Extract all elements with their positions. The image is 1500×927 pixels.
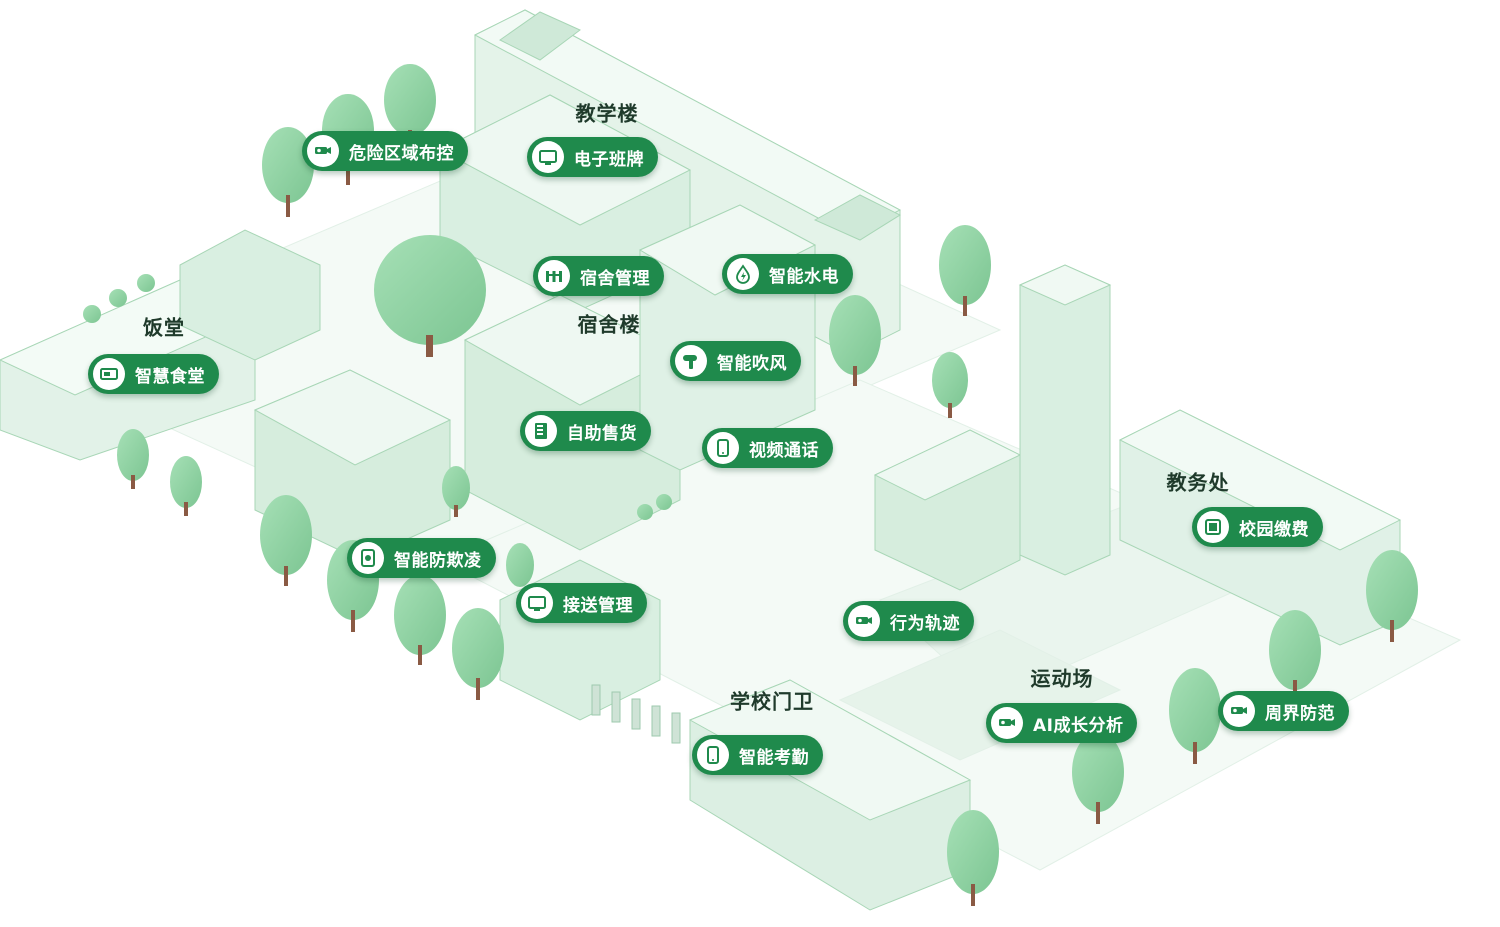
camera-icon [307, 135, 339, 167]
area-label-dorm: 宿舍楼 [577, 312, 641, 337]
area-label-teaching: 教学楼 [575, 101, 639, 126]
screen-icon [532, 141, 564, 173]
feature-label: 宿舍管理 [580, 268, 650, 289]
card-reader-icon [93, 358, 125, 390]
feature-behavior-track-button[interactable]: 行为轨迹 [843, 601, 974, 641]
feature-attendance-button[interactable]: 智能考勤 [692, 735, 823, 775]
feature-label: 智能吹风 [717, 353, 787, 374]
feature-smart-hairdryer-button[interactable]: 智能吹风 [670, 341, 801, 381]
feature-label: 危险区域布控 [349, 143, 454, 164]
feature-anti-bullying-button[interactable]: 智能防欺凌 [347, 538, 496, 578]
feature-label: 行为轨迹 [890, 613, 960, 634]
water-power-icon [727, 258, 759, 290]
payment-terminal-icon [1197, 511, 1229, 543]
feature-label: 智慧食堂 [135, 366, 205, 387]
feature-smart-canteen-button[interactable]: 智慧食堂 [88, 354, 219, 394]
feature-label: 视频通话 [749, 440, 819, 461]
screen-icon [521, 587, 553, 619]
feature-ai-growth-button[interactable]: AI成长分析 [986, 703, 1138, 743]
camera-icon [991, 707, 1023, 739]
feature-label: AI成长分析 [1033, 715, 1124, 736]
turnstiles [591, 684, 681, 744]
phone-icon [707, 432, 739, 464]
alarm-device-icon [352, 542, 384, 574]
feature-label: 智能水电 [769, 266, 839, 287]
vending-machine-icon [525, 415, 557, 447]
feature-danger-zone-button[interactable]: 危险区域布控 [302, 131, 468, 171]
feature-pickup-mgmt-button[interactable]: 接送管理 [516, 583, 647, 623]
hairdryer-icon [675, 345, 707, 377]
academic-building [873, 264, 1402, 646]
feature-label: 智能考勤 [739, 747, 809, 768]
camera-icon [848, 605, 880, 637]
camera-icon [1223, 695, 1255, 727]
feature-label: 周界防范 [1265, 703, 1335, 724]
feature-label: 校园缴费 [1239, 519, 1309, 540]
trees [83, 64, 1418, 906]
area-label-gate: 学校门卫 [730, 689, 814, 714]
phone-icon [697, 739, 729, 771]
feature-video-call-button[interactable]: 视频通话 [702, 428, 833, 468]
feature-dorm-mgmt-button[interactable]: 宿舍管理 [533, 256, 664, 296]
feature-label: 自助售货 [567, 423, 637, 444]
feature-campus-payment-button[interactable]: 校园缴费 [1192, 507, 1323, 547]
area-label-academic: 教务处 [1166, 470, 1230, 495]
feature-label: 接送管理 [563, 595, 633, 616]
feature-e-classboard-button[interactable]: 电子班牌 [527, 137, 658, 177]
feature-smart-utility-button[interactable]: 智能水电 [722, 254, 853, 294]
feature-perimeter-button[interactable]: 周界防范 [1218, 691, 1349, 731]
area-label-canteen: 饭堂 [143, 315, 185, 340]
feature-label: 智能防欺凌 [394, 550, 482, 571]
gate-icon [538, 260, 570, 292]
area-label-sports: 运动场 [1030, 666, 1094, 691]
feature-label: 电子班牌 [574, 149, 644, 170]
feature-self-vending-button[interactable]: 自助售货 [520, 411, 651, 451]
